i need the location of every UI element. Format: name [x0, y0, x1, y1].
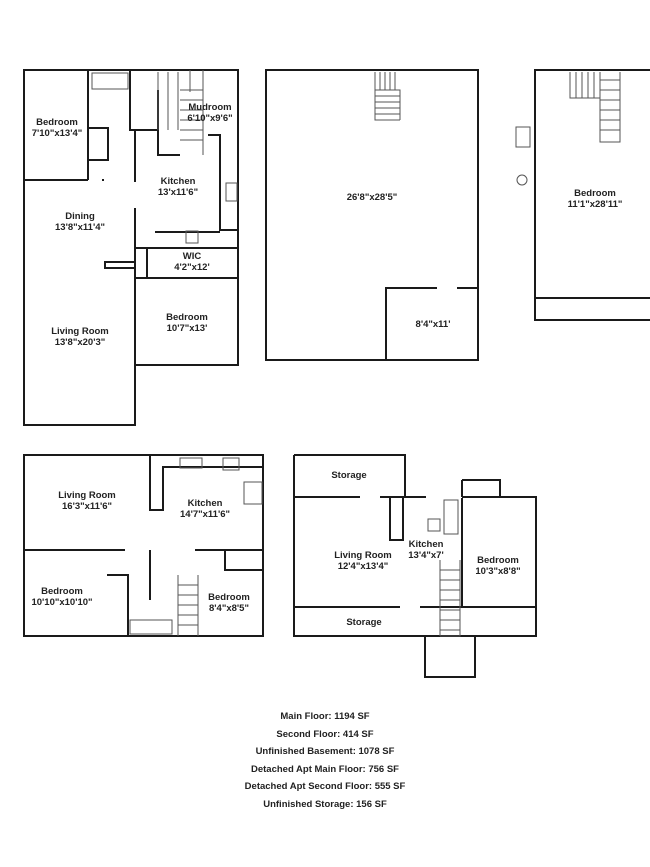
apt-second-floor-plan	[293, 454, 537, 678]
room-name: Bedroom	[574, 188, 616, 199]
room-name: Bedroom	[166, 312, 208, 323]
room-size: 13'4"x7'	[408, 550, 443, 561]
room-size: 12'4"x13'4"	[338, 561, 389, 572]
summary-line: Second Floor: 414 SF	[276, 728, 374, 740]
room-size: 13'x11'6"	[158, 187, 198, 198]
room-name: Kitchen	[409, 539, 444, 550]
room-name: Mudroom	[188, 102, 231, 113]
room-name: Bedroom	[41, 586, 83, 597]
room-name: Kitchen	[161, 176, 196, 187]
second-floor-plan	[515, 69, 650, 321]
room-size: 8'4"x11'	[416, 319, 451, 330]
room-name: Bedroom	[36, 117, 78, 128]
room-size: 4'2"x12'	[174, 262, 209, 273]
room-size: 11'1"x28'11"	[568, 199, 623, 210]
room-name: Bedroom	[477, 555, 519, 566]
room-name: Bedroom	[208, 592, 250, 603]
room-size: 13'8"x11'4"	[55, 222, 105, 233]
room-size: 10'10"x10'10"	[31, 597, 92, 608]
summary-line: Unfinished Storage: 156 SF	[263, 798, 387, 810]
summary-line: Detached Apt Second Floor: 555 SF	[244, 781, 406, 793]
room-name: Storage	[346, 617, 381, 628]
room-size: 8'4"x8'5"	[209, 603, 249, 614]
room-size: 10'3"x8'8"	[475, 566, 520, 577]
room-size: 14'7"x11'6"	[180, 509, 230, 520]
room-name: WIC	[183, 251, 202, 262]
room-name: Living Room	[58, 490, 116, 501]
basement-plan	[265, 69, 479, 361]
main-floor-plan	[23, 69, 239, 426]
room-name: Kitchen	[188, 498, 223, 509]
room-name: Living Room	[334, 550, 392, 561]
summary-line: Detached Apt Main Floor: 756 SF	[251, 763, 399, 775]
summary-line: Unfinished Basement: 1078 SF	[255, 746, 395, 758]
room-size: 26'8"x28'5"	[347, 192, 398, 203]
room-size: 10'7"x13'	[167, 323, 208, 334]
room-size: 6'10"x9'6"	[187, 113, 232, 124]
room-size: 16'3"x11'6"	[62, 501, 112, 512]
room-name: Storage	[331, 470, 366, 481]
room-size: 7'10"x13'4"	[32, 128, 83, 139]
summary-line: Main Floor: 1194 SF	[280, 711, 370, 722]
room-name: Living Room	[51, 326, 109, 337]
square-footage-summary: Main Floor: 1194 SF Second Floor: 414 SF…	[0, 708, 650, 814]
room-size: 13'8"x20'3"	[55, 337, 106, 348]
apt-main-floor-plan	[23, 454, 264, 637]
room-name: Dining	[65, 211, 95, 222]
